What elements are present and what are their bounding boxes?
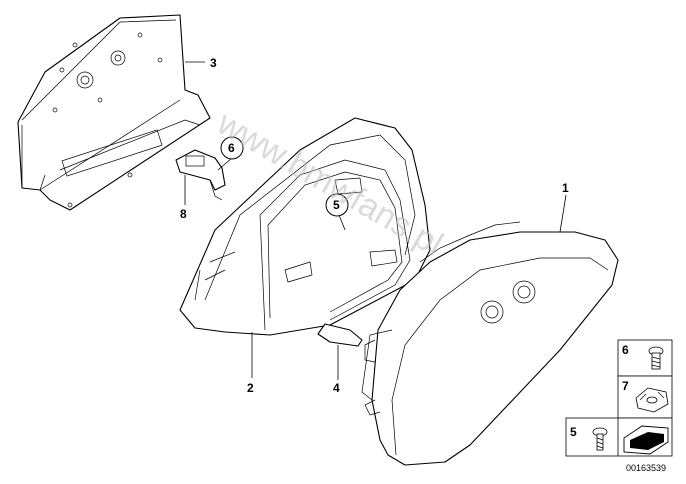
- callout-part-2: 2: [247, 381, 254, 395]
- clip-nut-7-icon: [635, 387, 669, 413]
- arrow-icon: [623, 425, 669, 455]
- part-4-trim: [317, 323, 363, 347]
- legend-label-7: 7: [622, 379, 629, 393]
- leader-lines: [184, 61, 567, 380]
- screw-5-icon: [592, 427, 608, 451]
- callout-part-8: 8: [180, 207, 187, 221]
- callout-part-5-circle: [325, 193, 349, 217]
- part-8-bracket: [175, 149, 226, 201]
- legend-label-6: 6: [622, 343, 629, 357]
- legend-label-5: 5: [570, 425, 577, 439]
- hardware-legend: 6 7 5 00163539: [565, 339, 673, 473]
- callout-part-1: 1: [562, 181, 569, 195]
- part-1-instrument-cluster: [361, 221, 619, 466]
- callout-part-3: 3: [210, 56, 217, 70]
- part-2-housing: [179, 117, 431, 336]
- screw-6-icon: [648, 346, 664, 370]
- document-number: 00163539: [626, 463, 666, 473]
- callouts: 3 8 6 5 2 4 1: [180, 56, 569, 395]
- callout-part-6: 6: [228, 141, 235, 155]
- callout-part-4: 4: [333, 381, 340, 395]
- callout-part-5: 5: [333, 198, 340, 212]
- part-3-bracket: [17, 14, 211, 211]
- callout-part-6-circle: [220, 136, 244, 160]
